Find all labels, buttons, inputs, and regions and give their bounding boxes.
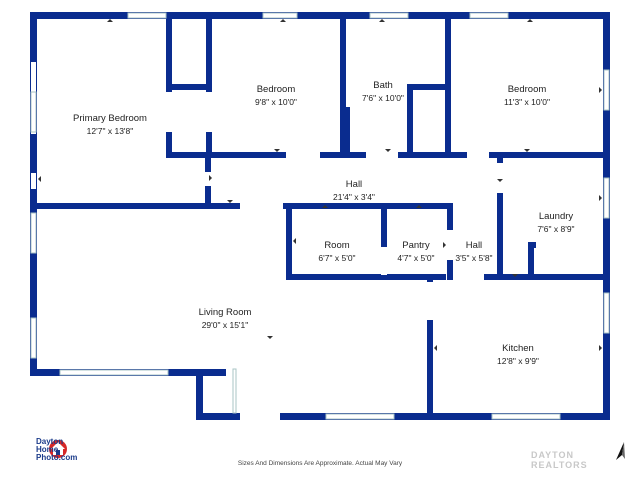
room-hall-small: Hall 3'5" x 5'8" [455, 240, 492, 264]
north-arrow-icon [616, 442, 625, 460]
disclaimer-text: Sizes And Dimensions Are Approximate. Ac… [237, 460, 403, 467]
room-name: Hall [345, 179, 363, 190]
logo-text: Dayton Home Photo.com [36, 438, 77, 462]
room-primary-bedroom: Primary Bedroom 12'7" x 13'8" [73, 113, 147, 137]
room-dimensions: 11'3" x 10'0" [504, 97, 550, 107]
watermark-line-2: REALTORS [531, 460, 588, 470]
room-dimensions: 12'7" x 13'8" [86, 126, 134, 136]
room-pantry: Pantry 4'7" x 5'0" [397, 240, 434, 264]
watermark-line-1: DAYTON [531, 450, 575, 460]
room-dimensions: 4'7" x 5'0" [397, 253, 435, 263]
room-dimensions: 12'8" x 9'9" [497, 356, 539, 366]
room-hall-main: Hall 21'4" x 3'4" [333, 179, 375, 203]
door-markers [38, 19, 602, 351]
room-name: Bath [373, 80, 393, 91]
room-dimensions: 9'8" x 10'0" [255, 97, 297, 107]
room-small-room: Room 6'7" x 5'0" [318, 240, 355, 264]
room-name: Primary Bedroom [73, 113, 147, 124]
room-dimensions: 7'6" x 10'0" [362, 93, 404, 103]
logo-line-1: Dayton [36, 437, 64, 446]
room-dimensions: 6'7" x 5'0" [318, 253, 356, 263]
room-dimensions: 29'0" x 15'1" [201, 320, 249, 330]
room-living-room: Living Room 29'0" x 15'1" [199, 307, 252, 331]
room-name: Bedroom [507, 84, 547, 95]
windows [30, 12, 610, 420]
logo-line-3: Photo.com [36, 453, 78, 462]
room-dimensions: 3'5" x 5'8" [455, 253, 493, 263]
room-name: Laundry [538, 211, 574, 222]
room-name: Bedroom [256, 84, 296, 95]
logo-line-2: Home [36, 445, 59, 454]
room-name: Kitchen [502, 343, 534, 354]
room-dimensions: 21'4" x 3'4" [333, 192, 375, 202]
room-bedroom-2: Bedroom 11'3" x 10'0" [504, 84, 550, 108]
room-bath: Bath 7'6" x 10'0" [362, 80, 404, 104]
dayton-home-photo-logo [49, 440, 67, 458]
realtors-watermark: DAYTON REALTORS [531, 450, 588, 470]
room-name: Pantry [402, 240, 430, 251]
room-bedroom-1: Bedroom 9'8" x 10'0" [255, 84, 297, 108]
room-name: Hall [465, 240, 483, 251]
room-name: Living Room [198, 307, 252, 318]
room-dimensions: 7'6" x 8'9" [537, 224, 575, 234]
room-name: Room [324, 240, 350, 251]
room-kitchen: Kitchen 12'8" x 9'9" [497, 343, 539, 367]
room-laundry: Laundry 7'6" x 8'9" [537, 211, 574, 235]
